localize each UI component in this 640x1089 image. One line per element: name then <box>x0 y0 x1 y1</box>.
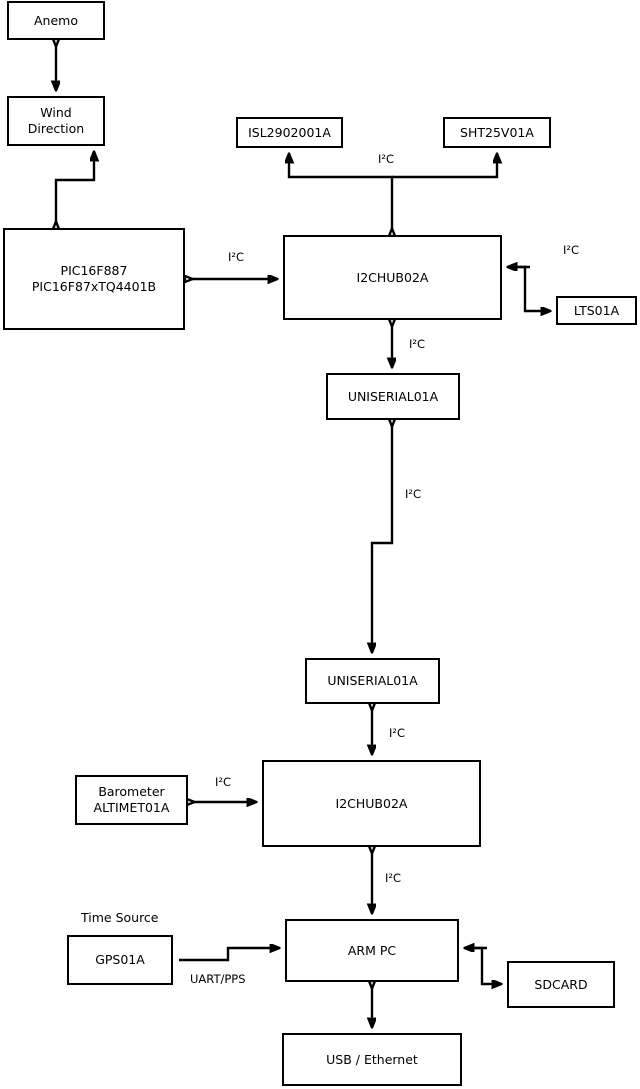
node-label: I2CHUB02A <box>335 795 408 811</box>
node-label: I2CHUB02A <box>356 269 429 285</box>
edge-label-i2c-barometer-hub2: I²C <box>215 775 232 789</box>
edge-label-i2c-uniserial-hub2: I²C <box>389 726 406 740</box>
edge-label-i2c-top-sensors: I²C <box>378 152 395 166</box>
node-gps01a[interactable]: GPS01A <box>67 935 173 985</box>
node-anemo[interactable]: Anemo <box>7 1 105 40</box>
node-sht25v01a[interactable]: SHT25V01A <box>443 117 551 148</box>
edge-label-i2c-pic-hub: I²C <box>228 250 245 264</box>
node-lts01a[interactable]: LTS01A <box>556 296 637 325</box>
node-wind-direction[interactable]: Wind Direction <box>7 96 105 146</box>
node-label: LTS01A <box>573 302 620 318</box>
node-label: PIC16F887 PIC16F87xTQ4401B <box>31 263 157 294</box>
edge-label-i2c-hub-lts: I²C <box>563 243 580 257</box>
node-label: SHT25V01A <box>460 124 534 140</box>
node-sdcard[interactable]: SDCARD <box>507 961 615 1008</box>
node-i2chub02a-top[interactable]: I2CHUB02A <box>283 235 502 320</box>
node-arm-pc[interactable]: ARM PC <box>285 919 459 982</box>
node-isl2902001a[interactable]: ISL2902001A <box>236 117 343 148</box>
node-label: SDCARD <box>534 976 588 992</box>
node-label: Wind Direction <box>27 105 85 136</box>
node-label: USB / Ethernet <box>326 1051 418 1067</box>
node-i2chub02a-bottom[interactable]: I2CHUB02A <box>262 760 481 847</box>
node-barometer-altimet01a[interactable]: Barometer ALTIMET01A <box>75 775 188 825</box>
node-label: UNISERIAL01A <box>347 388 439 404</box>
node-label: Anemo <box>34 12 78 28</box>
edge-label-uart-pps: UART/PPS <box>190 972 246 986</box>
edge-label-i2c-uniserial-link: I²C <box>405 487 422 501</box>
node-uniserial01a-bottom[interactable]: UNISERIAL01A <box>305 658 440 704</box>
node-label: ARM PC <box>347 942 397 958</box>
node-label: UNISERIAL01A <box>327 673 418 689</box>
edge-label-i2c-hub-uniserial: I²C <box>409 337 426 351</box>
node-label: Barometer ALTIMET01A <box>93 784 170 815</box>
node-pic-microcontroller[interactable]: PIC16F887 PIC16F87xTQ4401B <box>3 228 185 330</box>
node-label: GPS01A <box>95 952 145 968</box>
node-usb-ethernet[interactable]: USB / Ethernet <box>282 1033 462 1086</box>
label-time-source: Time Source <box>81 910 159 925</box>
node-uniserial01a-top[interactable]: UNISERIAL01A <box>326 373 460 420</box>
node-label: ISL2902001A <box>248 124 331 140</box>
edge-label-i2c-hub2-armpc: I²C <box>385 871 402 885</box>
